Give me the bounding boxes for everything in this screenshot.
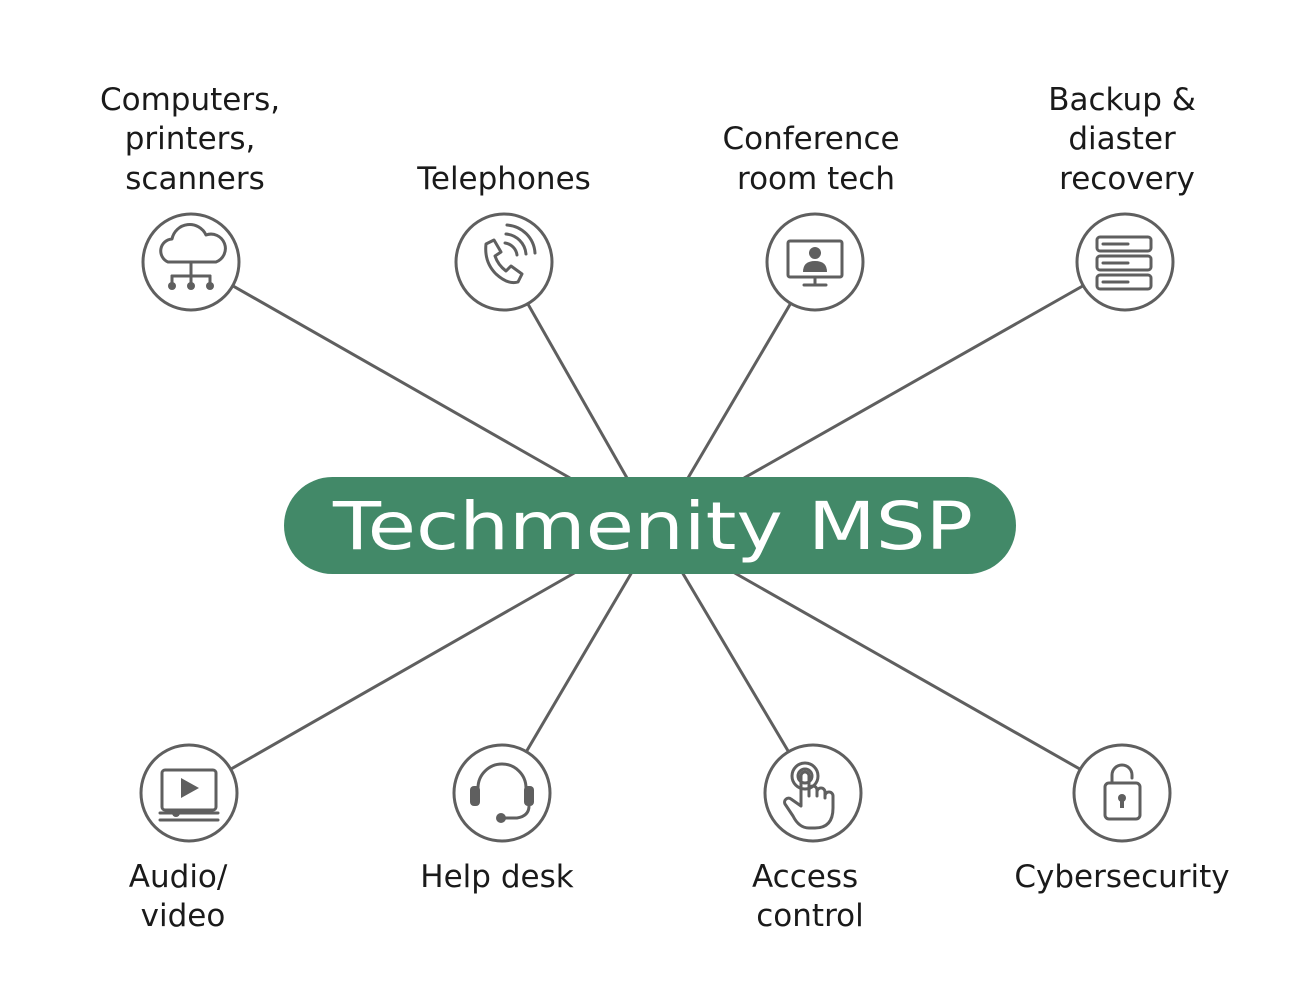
icon-circle bbox=[1072, 743, 1172, 843]
node-label-line: Audio/ bbox=[129, 859, 228, 895]
icon-circle bbox=[763, 743, 863, 843]
node-label: Conference room tech bbox=[722, 121, 909, 197]
video-player-icon bbox=[158, 768, 220, 822]
node-computers: Computers, printers, scanners bbox=[100, 82, 290, 312]
connector-computers bbox=[190, 260, 571, 480]
node-label-line: recovery bbox=[1059, 161, 1195, 197]
icon-circle bbox=[452, 743, 552, 843]
headset-icon bbox=[470, 762, 534, 823]
node-label-line: Conference bbox=[722, 121, 899, 157]
cloud-network-icon bbox=[159, 223, 227, 290]
connector-audio-video bbox=[188, 570, 577, 795]
icon-circle bbox=[454, 212, 554, 312]
node-label-line: scanners bbox=[125, 161, 264, 197]
node-label: Help desk bbox=[420, 859, 573, 895]
node-label-line: diaster bbox=[1068, 121, 1176, 157]
node-telephones: Telephones bbox=[416, 161, 591, 312]
video-conference-monitor-icon bbox=[786, 239, 844, 287]
node-conference: Conference room tech bbox=[722, 121, 909, 312]
touch-hand-icon bbox=[783, 761, 835, 830]
node-label-line: printers, bbox=[125, 121, 256, 157]
node-label: Cybersecurity bbox=[1014, 859, 1229, 895]
node-label-line: video bbox=[141, 898, 226, 934]
node-label: Access control bbox=[752, 859, 868, 934]
node-backup: Backup & diaster recovery bbox=[1048, 82, 1206, 312]
node-cybersecurity: Cybersecurity bbox=[1014, 743, 1230, 895]
node-label-line: Help desk bbox=[420, 859, 573, 895]
node-label-line: control bbox=[756, 898, 863, 934]
connector-cybersecurity bbox=[732, 570, 1123, 795]
hub-label: Techmenity MSP bbox=[332, 488, 973, 565]
hub: Techmenity MSP bbox=[284, 477, 1016, 574]
server-stack-icon bbox=[1095, 235, 1153, 291]
node-audio-video: Audio/ video bbox=[129, 743, 239, 934]
node-label: Computers, printers, scanners bbox=[100, 82, 290, 197]
connector-backup bbox=[743, 260, 1126, 480]
node-label: Telephones bbox=[416, 161, 591, 197]
node-label: Backup & diaster recovery bbox=[1048, 82, 1206, 197]
node-label-line: Telephones bbox=[416, 161, 591, 197]
phone-signal-icon bbox=[484, 223, 537, 285]
node-label-line: Backup & bbox=[1048, 82, 1196, 118]
node-help-desk: Help desk bbox=[420, 743, 574, 895]
open-padlock-icon bbox=[1103, 763, 1142, 821]
node-access-control: Access control bbox=[752, 743, 868, 934]
hub-pill bbox=[284, 477, 1016, 574]
node-label-line: Computers, bbox=[100, 82, 280, 118]
node-label: Audio/ video bbox=[129, 859, 237, 934]
node-label-line: room tech bbox=[737, 161, 895, 197]
node-label-line: Access bbox=[752, 859, 858, 895]
node-label-line: Cybersecurity bbox=[1014, 859, 1229, 895]
